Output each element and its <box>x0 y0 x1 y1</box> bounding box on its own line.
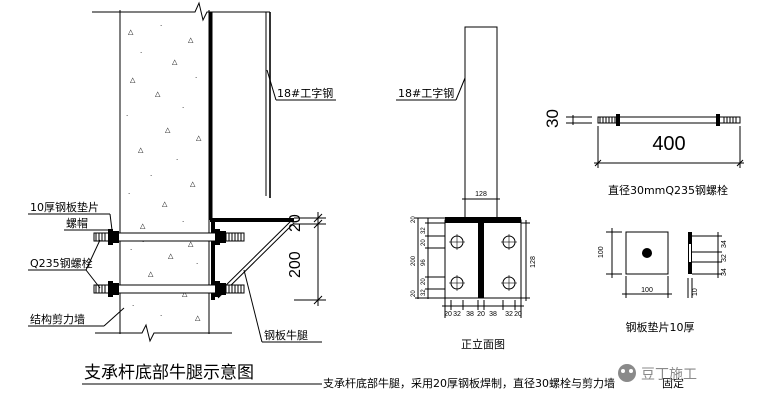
bolt-dim-len: 400 <box>652 133 685 155</box>
bracket-label: 钢板牛腿 <box>264 328 308 342</box>
leader-front <box>455 77 466 101</box>
bottom-dim: 32 <box>453 311 461 318</box>
bottom-dim: 20 <box>477 311 485 318</box>
dimension-lines-front <box>415 194 530 318</box>
bolt-dim-dia: 30 <box>543 109 562 128</box>
plate-dim-bottom: 100 <box>641 287 653 294</box>
dim-right-front: 128 <box>530 256 537 268</box>
svg-text:△: △ <box>128 28 134 36</box>
svg-text:·: · <box>150 172 152 180</box>
svg-text:△: △ <box>195 314 201 322</box>
svg-text:△: △ <box>172 58 178 66</box>
description-tail: 固定 <box>662 376 684 390</box>
dimension-lines-left <box>294 212 326 306</box>
svg-text:·: · <box>195 74 197 82</box>
beam-label-front: 18#工字钢 <box>398 86 454 100</box>
svg-text:·: · <box>160 22 162 30</box>
svg-text:△: △ <box>182 290 188 298</box>
svg-text:·: · <box>132 302 134 310</box>
svg-text:·: · <box>176 156 178 164</box>
bolt-detail-drawing <box>566 114 744 168</box>
drawing-title: 支承杆底部牛腿示意图 <box>84 363 254 383</box>
beam-label-left: 18#工字钢 <box>277 86 333 100</box>
shear-wall-section: △ · △ · △ △ · △ · · △ △ △ · · △ · △ △ · · △ · △ △ · · △ · △ <box>92 1 232 343</box>
plate-dim-thk: 10 <box>692 288 699 296</box>
svg-text:△: △ <box>188 36 194 44</box>
plate-right-dim: 34 <box>721 268 728 276</box>
nut-label: 螺帽 <box>66 217 88 230</box>
svg-text:△: △ <box>140 222 146 230</box>
bottom-dim: 32 <box>505 311 513 318</box>
svg-text:·: · <box>182 218 184 226</box>
watermark: 豆丁施工 <box>618 364 697 383</box>
wechat-logo-icon <box>618 364 636 382</box>
dim-width-front: 128 <box>475 191 487 198</box>
plate-right-dim: 34 <box>721 240 728 248</box>
bottom-dim: 20 <box>514 311 522 318</box>
description-text: 支承杆底部牛腿，采用20厚钢板焊制，直径30螺栓与剪力墙 <box>323 376 615 390</box>
dim-top-left: 20 <box>287 214 304 232</box>
left-dim: 200 <box>411 255 417 266</box>
svg-text:△: △ <box>196 134 202 142</box>
left-dims-front: 20 32 20 200 96 20 32 20 <box>411 216 427 297</box>
dim-height-left: 200 <box>287 251 304 278</box>
svg-text:△: △ <box>165 126 171 134</box>
left-dim: 20 <box>411 290 417 297</box>
front-view-caption: 正立面图 <box>461 337 505 351</box>
wall-label: 结构剪力墙 <box>30 312 85 326</box>
left-dim: 20 <box>411 216 417 223</box>
bracket-front <box>444 217 522 299</box>
bottom-dim: 38 <box>489 311 497 318</box>
anchor-bolts-left <box>93 229 245 297</box>
svg-text:△: △ <box>190 180 196 188</box>
left-dim: 96 <box>421 259 427 266</box>
plate-label: 10厚钢板垫片 <box>30 200 99 214</box>
svg-text:△: △ <box>155 90 161 98</box>
svg-text:·: · <box>140 49 142 57</box>
leader-lines-left <box>28 69 336 343</box>
left-dim: 32 <box>421 289 427 296</box>
svg-text:△: △ <box>188 240 194 248</box>
svg-text:△: △ <box>148 270 154 278</box>
concrete-hatch: △ · △ · △ △ · △ · · △ △ △ · · △ · △ △ · · △ · △ △ · · △ · △ <box>126 22 202 322</box>
plate-dim-side: 100 <box>598 246 605 258</box>
svg-text:·: · <box>126 112 128 120</box>
svg-text:·: · <box>160 312 162 320</box>
plate-detail-caption: 钢板垫片10厚 <box>626 320 695 334</box>
bottom-dim: 20 <box>444 311 452 318</box>
svg-text:·: · <box>130 246 132 254</box>
plate-right-dim: 32 <box>721 254 728 262</box>
left-dim: 32 <box>421 227 427 234</box>
svg-text:·: · <box>128 190 130 198</box>
bolt-label: Q235钢螺栓 <box>30 256 93 270</box>
svg-text:△: △ <box>138 146 144 154</box>
bottom-dim: 38 <box>466 311 474 318</box>
svg-text:△: △ <box>162 200 168 208</box>
svg-text:·: · <box>142 238 144 246</box>
svg-text:△: △ <box>168 252 174 260</box>
bolt-detail-caption: 直径30mmQ235钢螺栓 <box>608 183 728 197</box>
plate-right-dims: 34 32 34 <box>721 240 728 276</box>
plate-detail-drawing <box>606 228 722 298</box>
watermark-text: 豆丁施工 <box>641 367 697 383</box>
i-beam-elevation <box>209 11 271 220</box>
svg-text:△: △ <box>130 76 136 84</box>
left-dim: 20 <box>421 239 427 246</box>
left-dim: 20 <box>421 278 427 285</box>
svg-text:·: · <box>196 260 198 268</box>
svg-text:·: · <box>182 104 184 112</box>
bottom-dims-front: 20 32 38 20 38 32 20 <box>444 311 522 318</box>
